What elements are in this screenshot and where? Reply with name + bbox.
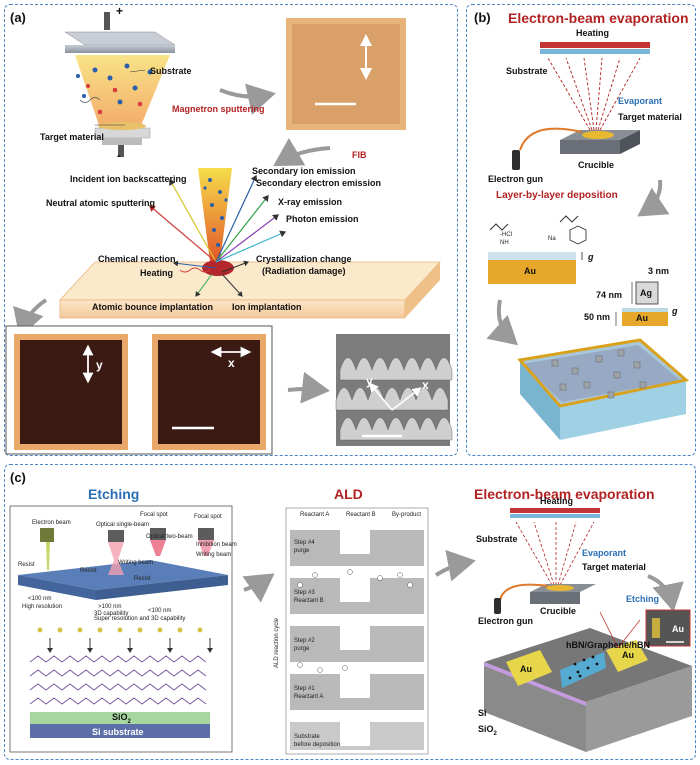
ald-step1a: Step #1 [294, 686, 315, 692]
sem-x-label: x [422, 378, 429, 392]
incident-ion-backscattering-label: Incident ion backscattering [70, 174, 187, 184]
g-label-1: g [588, 252, 594, 262]
etch-res-1b: High resolution [22, 604, 63, 610]
c-au-right: Au [622, 650, 634, 660]
ald-step3a: Step #3 [294, 590, 315, 596]
ald-step1b: Reactant A [294, 694, 324, 700]
minus-sign: - [117, 150, 121, 162]
crystallization-change-label: Crystallization change [256, 254, 352, 264]
etch-writing-beam-2: Writing beam [196, 552, 232, 558]
substrate-label-a: Substrate [150, 66, 192, 76]
ald-title: ALD [334, 486, 363, 502]
ald-step4a: Step #4 [294, 540, 315, 546]
ion-implantation-label: Ion implantation [232, 302, 302, 312]
heating-label-b: Heating [576, 28, 610, 38]
etch-res-1: <100 nm [28, 596, 52, 602]
secondary-electron-emission-label: Secondary electron emission [256, 178, 382, 188]
ebeam-title-c: Electron-beam evaporation [474, 486, 655, 502]
axis-y-label: y [96, 358, 103, 372]
etch-focal-spot-2: Focal spot [194, 514, 222, 520]
na-label: Na [548, 236, 556, 242]
dim-74nm-label: 74 nm [596, 290, 623, 300]
substrate-label-b: Substrate [506, 66, 548, 76]
crucible-label-b: Crucible [578, 160, 615, 170]
c-sio2: SiO2 [478, 724, 497, 737]
electron-gun-label-b: Electron gun [488, 174, 544, 184]
etch-electron-beam: Electron beam [32, 520, 71, 526]
c-heating: Heating [540, 496, 574, 506]
c-au-left: Au [520, 664, 532, 674]
heating-label-a: Heating [140, 268, 174, 278]
sem-y-label: y [366, 374, 373, 388]
au-label-1: Au [524, 266, 536, 276]
etch-res-2: >100 nm [98, 604, 122, 610]
etch-resist-3: Resist [134, 576, 151, 582]
c-si: Si [478, 708, 487, 718]
c-electron-gun: Electron gun [478, 616, 534, 626]
panel-a-label: (a) [10, 10, 26, 25]
atomic-bounce-implantation-label: Atomic bounce implantation [92, 302, 214, 312]
c-au-inset: Au [672, 624, 684, 634]
ald-byproduct: By-product [392, 512, 422, 518]
etch-sio2: SiO2 [112, 712, 131, 725]
ald-reactant-b: Reactant B [346, 512, 376, 518]
etch-inhibition-beam: Inhibition beam [196, 542, 237, 548]
ald-cycle: ALD reaction cycle [274, 617, 281, 669]
target-material-label-a: Target material [40, 132, 104, 142]
ald-step2b: purge [294, 646, 310, 652]
axis-x-label: x [228, 356, 235, 370]
etch-optical-two: Optical two-beam [146, 534, 193, 540]
etch-si-substrate: Si substrate [92, 727, 144, 737]
xray-emission-label: X-ray emission [278, 197, 343, 207]
ald-sub-a: Substrate [294, 734, 320, 740]
dim-50nm-label: 50 nm [584, 312, 611, 322]
layer-by-layer-title: Layer-by-layer deposition [496, 190, 618, 201]
etch-res-3: <100 nm [148, 608, 172, 614]
panel-c-label: (c) [10, 470, 26, 485]
fib-label: FIB [352, 150, 367, 160]
etch-optical-single: Optical single-beam [96, 522, 150, 528]
c-etching: Etching [626, 594, 659, 604]
etch-resist-1: Resist [18, 562, 35, 568]
dim-3nm-label: 3 nm [648, 266, 670, 276]
etch-focal-spot-1: Focal spot [140, 512, 168, 518]
plus-sign: + [116, 4, 124, 18]
au-label-2: Au [636, 313, 648, 323]
radiation-damage-label: (Radiation damage) [262, 266, 346, 276]
etch-writing-beam-1: Writing beam [118, 560, 154, 566]
etch-res-3b: Super resolution and 3D capability [94, 616, 186, 622]
g-label-2: g [672, 306, 678, 316]
ald-step4b: purge [294, 548, 310, 554]
c-substrate: Substrate [476, 534, 518, 544]
c-evaporant: Evaporant [582, 548, 627, 558]
ald-reactant-a: Reactant A [300, 512, 330, 518]
c-crucible: Crucible [540, 606, 577, 616]
hcl-label: -HCl [500, 232, 512, 238]
panel-b-title: Electron-beam evaporation [508, 10, 689, 26]
panel-b-label: (b) [474, 10, 491, 25]
photon-emission-label: Photon emission [286, 214, 359, 224]
c-hbn-graphene: hBN/Graphene/hBN [566, 640, 651, 650]
magnetron-sputtering-label: Magnetron sputtering [172, 104, 265, 114]
ald-step2a: Step #2 [294, 638, 315, 644]
nh2-label: NH [500, 240, 509, 246]
target-material-label-b: Target material [618, 112, 682, 122]
neutral-atomic-sputtering-label: Neutral atomic sputtering [46, 198, 156, 208]
ag-label: Ag [640, 288, 652, 298]
c-target-material: Target material [582, 562, 646, 572]
ald-sub-b: before deposition [294, 742, 341, 748]
ald-step3b: Reactant B [294, 598, 324, 604]
etch-resist-2: Resist [80, 568, 97, 574]
secondary-ion-emission-label: Secondary ion emission [252, 166, 356, 176]
evaporant-label-b: Evaporant [618, 96, 663, 106]
etch-res-2b: 3D capability [94, 611, 129, 617]
chemical-reaction-label: Chemical reaction [98, 254, 176, 264]
etching-title: Etching [88, 486, 140, 502]
